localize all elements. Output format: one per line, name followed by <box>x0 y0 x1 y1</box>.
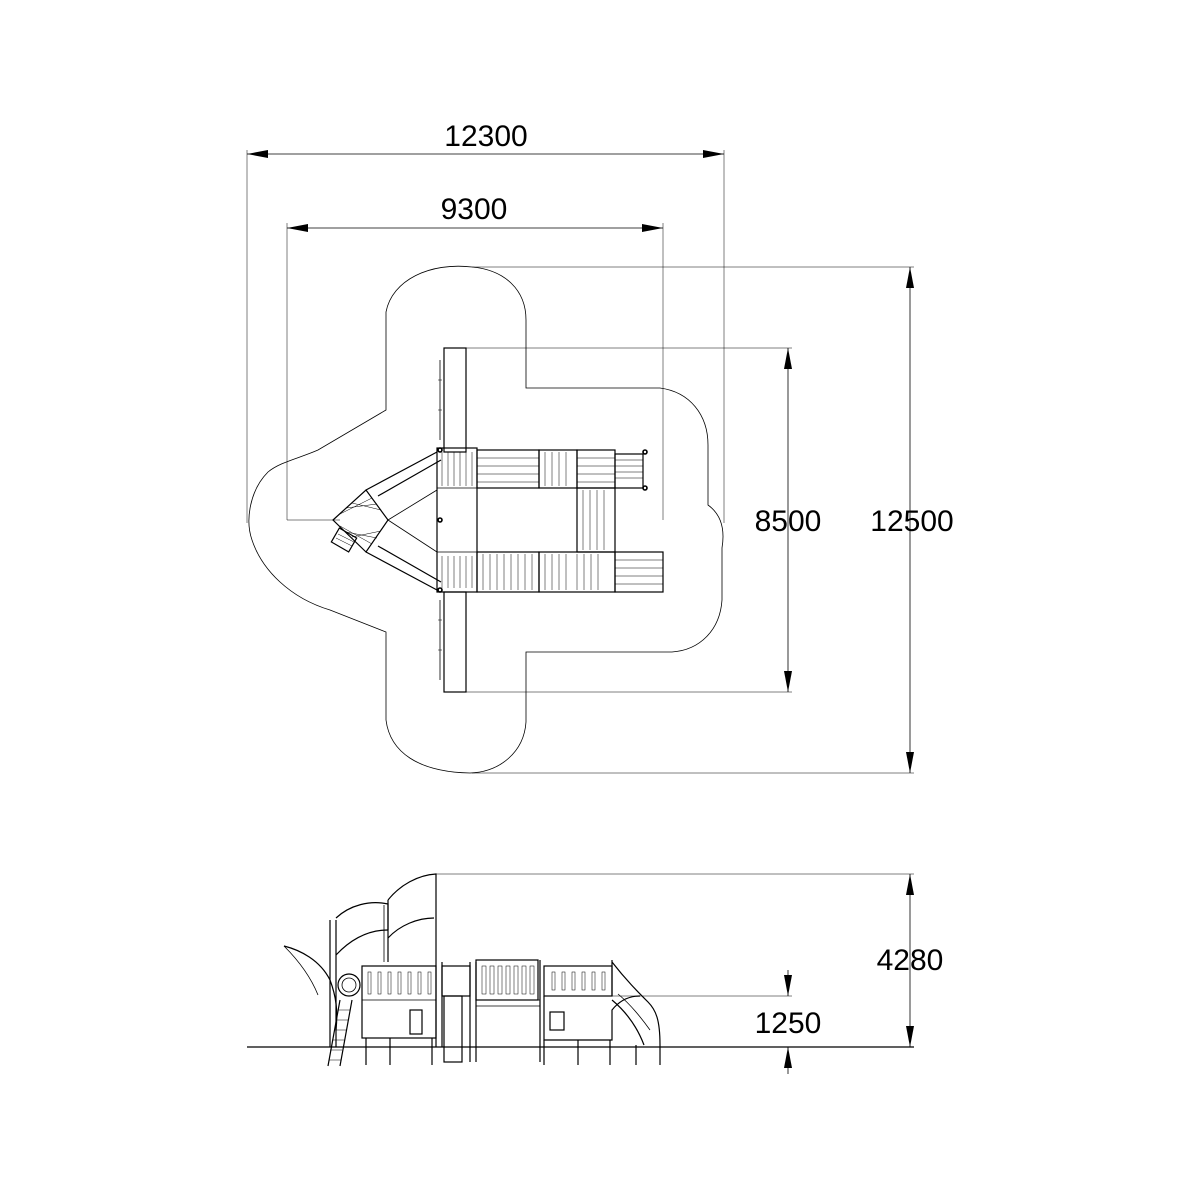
dim-overall-width: 12300 <box>247 120 724 158</box>
label-total-height: 4280 <box>877 944 944 977</box>
dim-overall-depth: 12500 <box>870 267 954 773</box>
structure-plan <box>330 347 664 693</box>
safety-zone-outline <box>248 265 724 774</box>
label-overall-width: 12300 <box>444 120 527 153</box>
dim-inner-depth: 8500 <box>755 348 822 692</box>
label-inner-depth: 8500 <box>755 505 822 538</box>
dim-total-height: 4280 <box>877 874 944 1047</box>
structure-elevation <box>283 873 661 1067</box>
plan-view: 12300 9300 8500 12500 <box>246 120 954 774</box>
dim-platform-height: 1250 <box>755 970 822 1074</box>
label-overall-depth: 12500 <box>870 505 953 538</box>
label-platform-height: 1250 <box>755 1007 822 1040</box>
elevation-view: 4280 1250 <box>247 873 944 1074</box>
label-inner-width: 9300 <box>441 193 508 226</box>
dim-inner-width: 9300 <box>287 193 663 232</box>
bow-climber <box>330 489 389 553</box>
dimension-extensions <box>246 150 914 774</box>
